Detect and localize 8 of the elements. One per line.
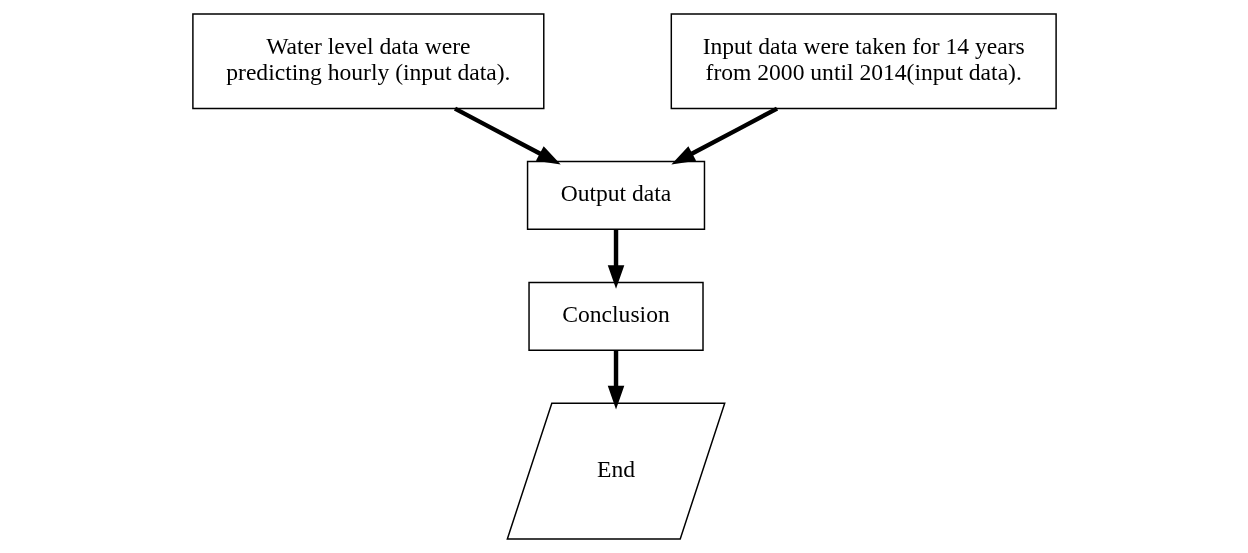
node-box: Water level data were predicting hourly (input data). (191, 13, 544, 110)
node-box: Output data (526, 160, 705, 231)
arrow (670, 106, 778, 165)
node-box: Input data were taken for 14 years from 2000 until 2014(input data). (670, 13, 1057, 110)
arrow (607, 229, 624, 289)
node-box: Conclusion (527, 281, 704, 351)
arrow (607, 350, 624, 410)
arrow (453, 106, 561, 165)
